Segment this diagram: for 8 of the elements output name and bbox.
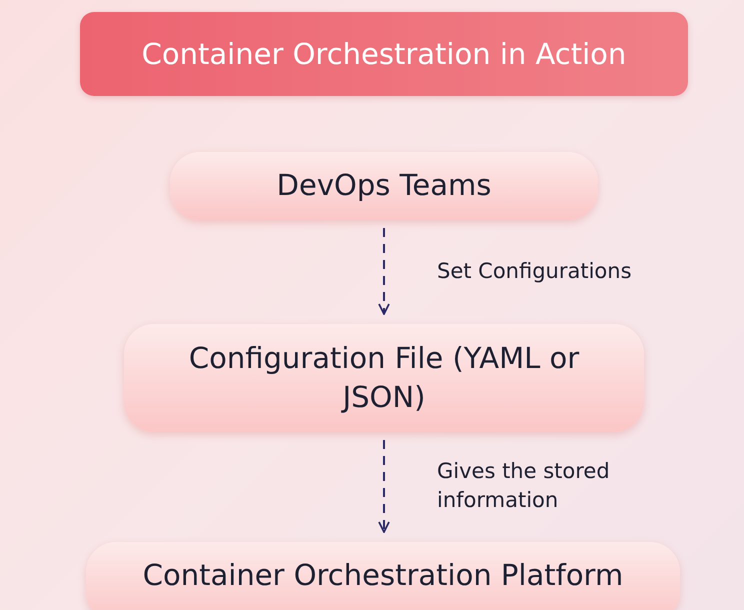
process-pill: DevOps Teams — [170, 152, 598, 220]
dashed-arrow — [378, 228, 390, 315]
edge-label: Set Configurations — [437, 258, 633, 285]
process-pill: Configuration File (YAML or JSON) — [124, 324, 644, 432]
dashed-arrow — [378, 440, 390, 533]
title-banner: Container Orchestration in Action — [80, 12, 688, 96]
process-pill: Container Orchestration Platform — [86, 542, 680, 610]
edge-label: Gives the stored information — [437, 458, 611, 514]
